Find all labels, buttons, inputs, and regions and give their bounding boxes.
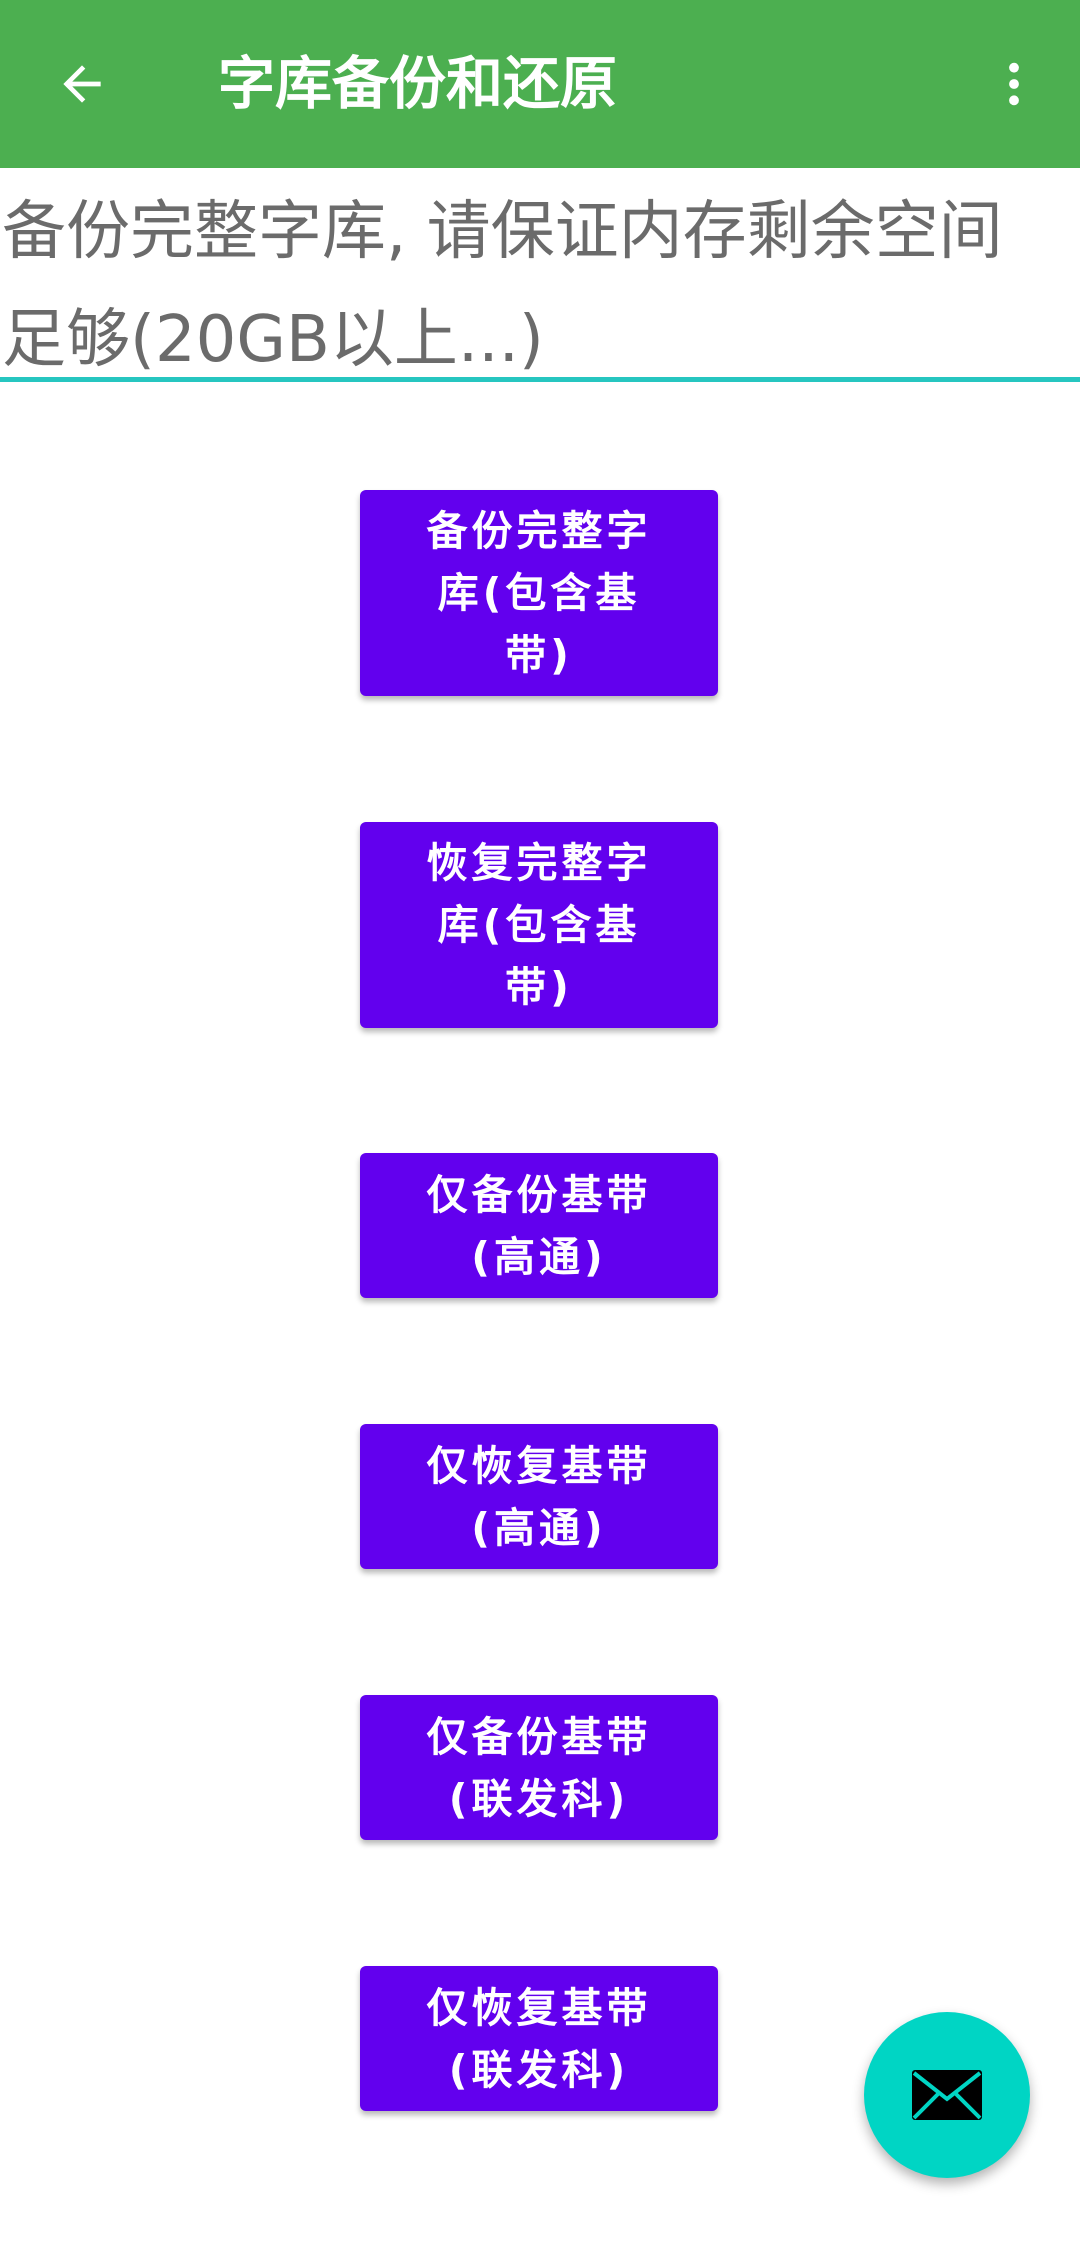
- backup-baseband-qualcomm-button[interactable]: 仅备份基带(高通): [360, 1153, 718, 1298]
- mail-icon: [912, 2070, 982, 2120]
- back-button[interactable]: [38, 40, 126, 128]
- restore-full-font-button[interactable]: 恢复完整字库(包含基带): [360, 822, 718, 1028]
- info-text-field[interactable]: 备份完整字库, 请保证内存剩余空间足够(20GB以上...): [0, 172, 1080, 382]
- restore-baseband-mediatek-button[interactable]: 仅恢复基带(联发科): [360, 1966, 718, 2111]
- mail-fab-button[interactable]: [864, 2012, 1030, 2178]
- button-label: 恢复完整字库(包含基带): [426, 839, 652, 1011]
- restore-baseband-qualcomm-button[interactable]: 仅恢复基带(高通): [360, 1424, 718, 1569]
- page-title: 字库备份和还原: [218, 51, 617, 117]
- info-text: 备份完整字库, 请保证内存剩余空间足够(20GB以上...): [2, 195, 1003, 377]
- arrow-back-icon: [63, 65, 101, 103]
- backup-full-font-button[interactable]: 备份完整字库(包含基带): [360, 490, 718, 696]
- button-label: 仅恢复基带(高通): [426, 1441, 652, 1552]
- button-label: 仅备份基带(联发科): [426, 1712, 652, 1823]
- button-label: 仅恢复基带(联发科): [426, 1983, 652, 2094]
- backup-baseband-mediatek-button[interactable]: 仅备份基带(联发科): [360, 1695, 718, 1840]
- button-label: 仅备份基带(高通): [426, 1170, 652, 1281]
- more-vert-icon: [1009, 62, 1019, 106]
- app-bar: 字库备份和还原: [0, 0, 1080, 168]
- button-label: 备份完整字库(包含基带): [426, 507, 652, 679]
- overflow-menu-button[interactable]: [970, 40, 1058, 128]
